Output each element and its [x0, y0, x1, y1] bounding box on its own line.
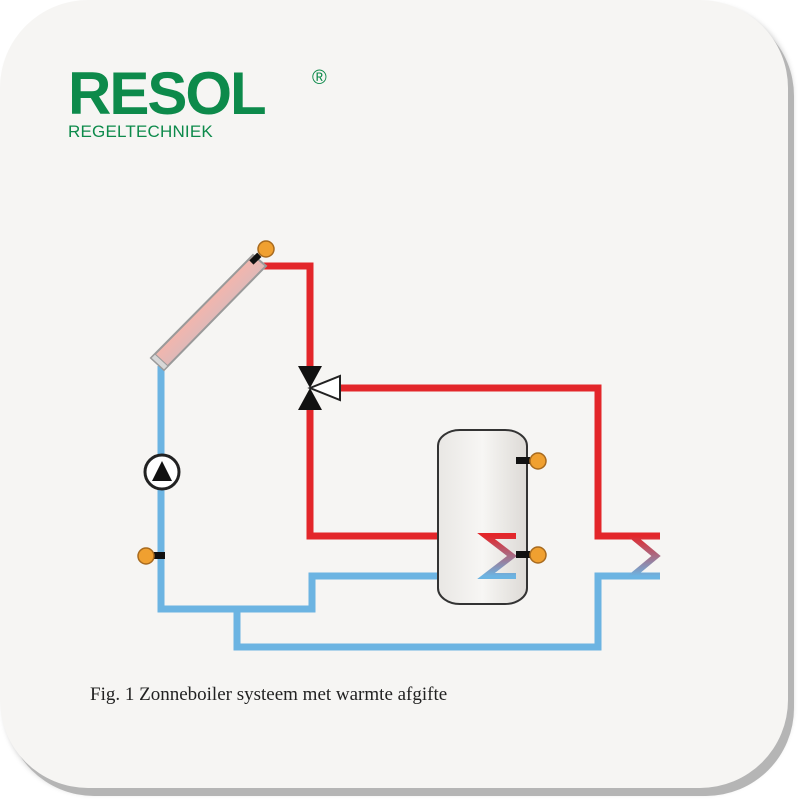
three-way-valve-icon: [298, 366, 341, 410]
tank-heat-exchanger-icon: [477, 533, 517, 579]
resol-logo: RESOL ® REGELTECHNIEK: [68, 60, 327, 142]
tank-bottom-sensor-icon: [516, 546, 547, 564]
figure-caption: Fig. 1 Zonneboiler systeem met warmte af…: [90, 684, 448, 705]
solar-system-diagram: [137, 240, 661, 651]
heat-dissipation-exchanger-icon: [623, 533, 661, 579]
return-sensor-icon: [137, 547, 165, 565]
hot-pipe-collector-to-valve: [262, 262, 314, 372]
solar-collector-icon: [149, 252, 268, 372]
tank-top-sensor-icon: [516, 452, 547, 470]
logo-subtitle: REGELTECHNIEK: [68, 122, 213, 141]
logo-wordmark: RESOL: [68, 60, 267, 127]
registered-mark: ®: [312, 67, 327, 89]
cold-pipe-heater-loop: [233, 572, 660, 651]
pump-icon: [143, 453, 181, 491]
cold-pipe-collector-loop: [157, 366, 516, 613]
cold-return-piping: [157, 366, 660, 651]
diagram-card: RESOL ® REGELTECHNIEK: [0, 0, 788, 788]
collector-sensor-icon: [257, 240, 275, 258]
